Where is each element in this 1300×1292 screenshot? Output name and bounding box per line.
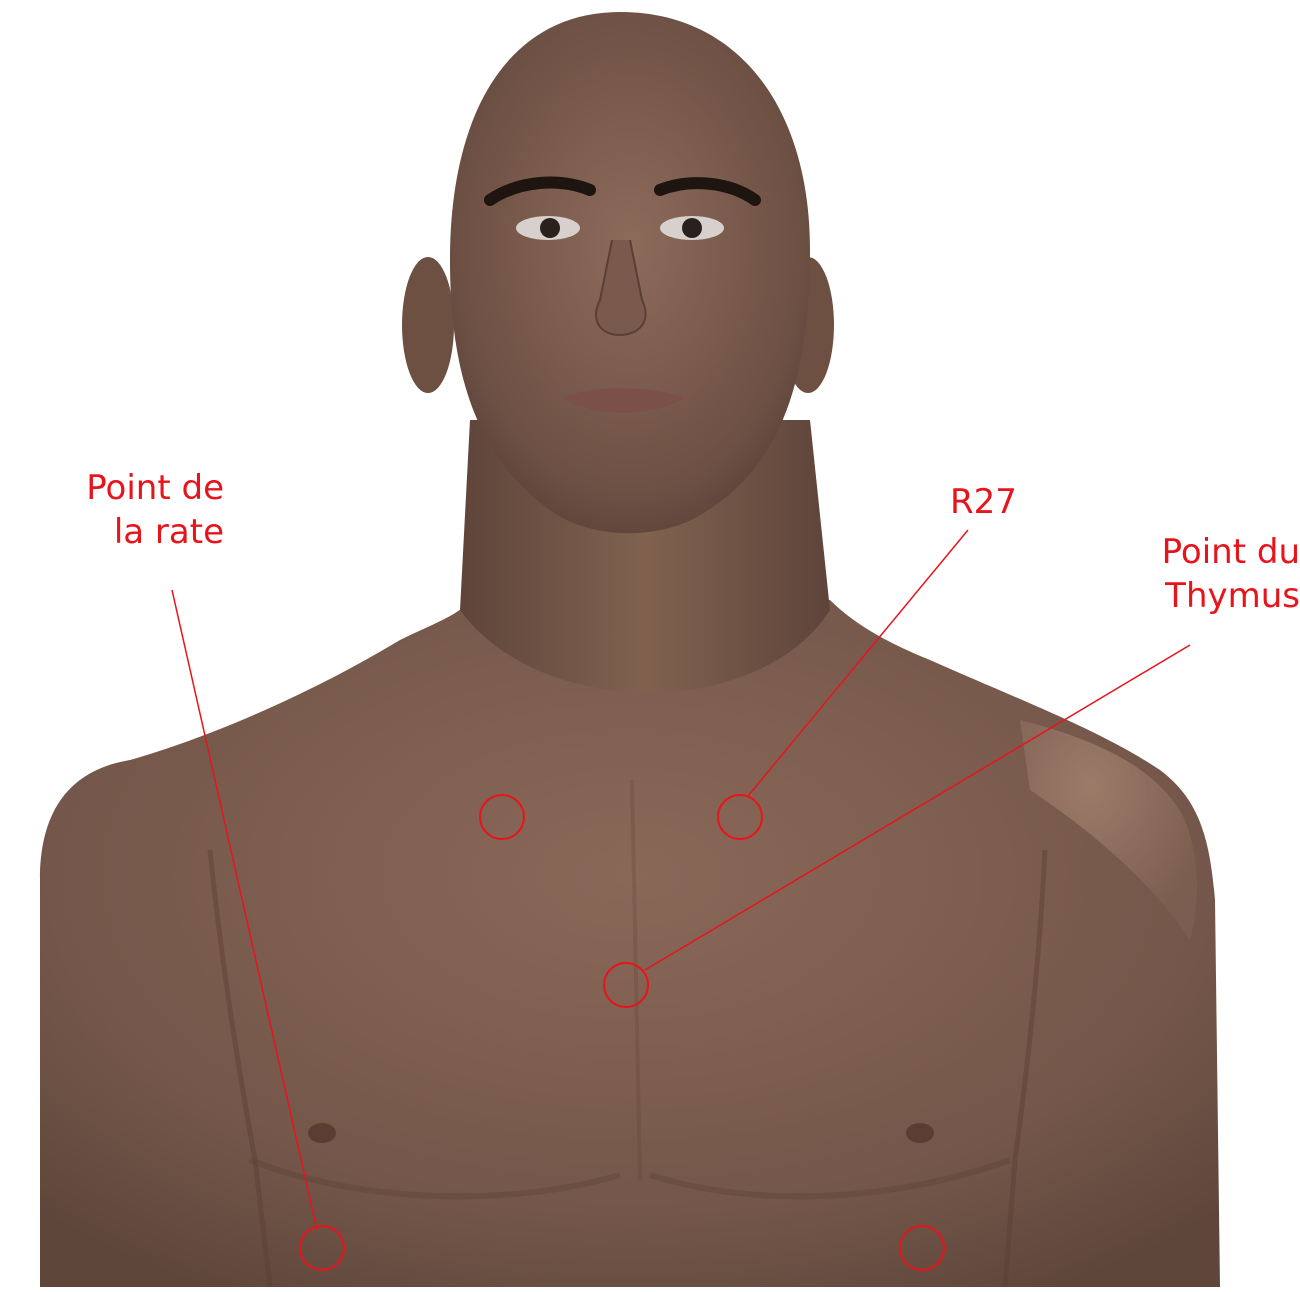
- thymus-point-label-line2: Thymus: [1144, 574, 1300, 618]
- right-nipple: [906, 1123, 934, 1143]
- left-ear: [402, 257, 454, 393]
- thymus-point-label-line1: Point du: [1144, 530, 1300, 574]
- spleen-point-label-line2: la rate: [64, 510, 224, 554]
- left-nipple: [308, 1123, 336, 1143]
- torso-shape: [40, 600, 1220, 1287]
- spleen-point-label: Point de la rate: [64, 466, 224, 554]
- left-iris: [540, 218, 560, 238]
- spleen-point-label-line1: Point de: [64, 466, 224, 510]
- thymus-point-label: Point du Thymus: [1144, 530, 1300, 618]
- right-iris: [682, 218, 702, 238]
- r27-label: R27: [950, 480, 1017, 524]
